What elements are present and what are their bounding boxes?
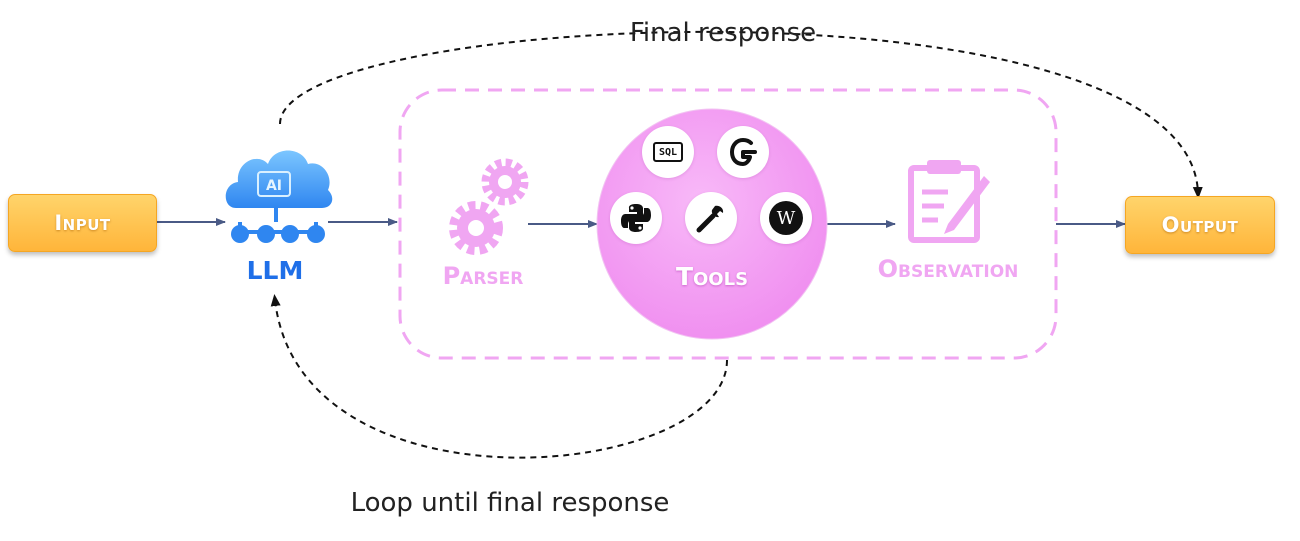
- wikipedia-icon-text: W: [776, 207, 796, 229]
- tools-label: Tools: [675, 262, 749, 291]
- google-icon: [730, 138, 757, 166]
- wikipedia-icon: W: [769, 201, 803, 235]
- wikipedia-tool: W: [760, 192, 812, 244]
- sql-icon: SQL: [653, 142, 683, 162]
- parser-label: Parser: [442, 262, 524, 290]
- llm-label: LLM: [246, 256, 304, 285]
- loop-label: Loop until final response: [350, 488, 670, 518]
- wrench-icon: [696, 205, 724, 233]
- agent-loop-region: [398, 88, 1058, 360]
- observation-label: Observation: [877, 255, 1019, 283]
- python-tool: [610, 192, 662, 244]
- wrench-tool: [685, 192, 737, 244]
- final-response-arrow: [279, 30, 1203, 199]
- parser-gears-icon: [449, 158, 529, 255]
- input-node: Input: [8, 194, 157, 252]
- observation-clipboard-icon: [908, 160, 990, 243]
- llm-icon-text: AI: [266, 178, 282, 194]
- loop-arrow: [270, 294, 728, 459]
- final-response-label: Final response: [629, 18, 817, 48]
- llm-cloud-icon: AI: [225, 150, 333, 243]
- sql-icon-text: SQL: [658, 146, 678, 158]
- python-icon: [621, 204, 651, 232]
- input-label: Input: [54, 211, 111, 235]
- output-label: Output: [1161, 213, 1239, 237]
- output-node: Output: [1125, 196, 1275, 254]
- google-tool: [717, 126, 769, 178]
- sql-tool: SQL: [642, 126, 694, 178]
